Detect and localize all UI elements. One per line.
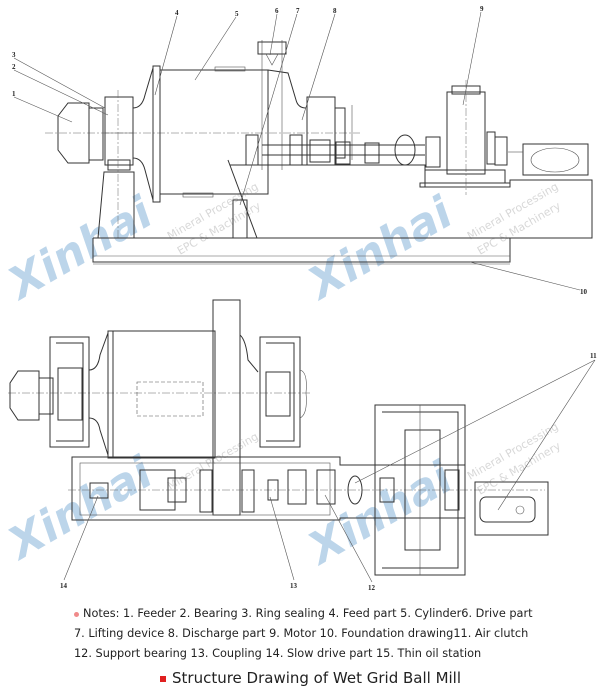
feed-chute — [212, 299, 241, 516]
callout-2: 2 — [12, 63, 16, 71]
callout-1: 1 — [12, 90, 16, 98]
slow-drive — [89, 482, 109, 499]
watermark-logo: Xinhai Xinhai Xinhai Xinhai Mineral Proc… — [0, 180, 563, 576]
motor-plan — [404, 429, 441, 551]
caption-text: Structure Drawing of Wet Grid Ball Mill — [172, 669, 462, 687]
callout-3: 3 — [12, 51, 16, 59]
ball-mill-drawing: Xinhai Xinhai Xinhai Xinhai Mineral Proc… — [0, 5, 597, 592]
callout-7: 7 — [296, 7, 300, 15]
notes-line-1: Notes: 1. Feeder 2. Bearing 3. Ring seal… — [83, 607, 533, 620]
bullet-icon — [74, 611, 79, 617]
cylinder — [159, 69, 269, 195]
callout-5: 5 — [235, 10, 239, 18]
callout-14: 14 — [60, 582, 68, 590]
svg-text:Xinhai: Xinhai — [0, 447, 162, 571]
callout-6: 6 — [275, 7, 279, 15]
elevation-view: 1 2 3 4 5 6 7 8 9 10 — [12, 5, 593, 296]
bearing-housing — [104, 96, 134, 166]
callout-8: 8 — [333, 7, 337, 15]
callout-12: 12 — [368, 584, 376, 592]
square-marker-icon — [160, 675, 166, 682]
notes-line-2: 7. Lifting device 8. Discharge part 9. M… — [74, 627, 529, 640]
caption: Structure Drawing of Wet Grid Ball Mill — [160, 669, 461, 687]
oil-station-plan — [474, 481, 549, 536]
support-bearing — [316, 469, 336, 505]
notes: Notes: 1. Feeder 2. Bearing 3. Ring seal… — [74, 604, 533, 664]
callout-4: 4 — [175, 9, 179, 17]
callout-11: 11 — [590, 352, 597, 360]
callout-13: 13 — [290, 582, 298, 590]
coupling — [267, 479, 279, 501]
cylinder-plan — [112, 330, 216, 459]
feed-part-flange — [152, 65, 161, 203]
notes-line-3: 12. Support bearing 13. Coupling 14. Slo… — [74, 647, 482, 660]
callout-9: 9 — [480, 5, 484, 13]
svg-text:Xinhai: Xinhai — [297, 187, 461, 311]
svg-text:Xinhai: Xinhai — [0, 187, 162, 311]
foundation — [92, 164, 593, 263]
callout-10: 10 — [580, 288, 588, 296]
plan-view: 11 12 13 14 — [8, 299, 597, 592]
thin-oil-station — [522, 143, 589, 176]
